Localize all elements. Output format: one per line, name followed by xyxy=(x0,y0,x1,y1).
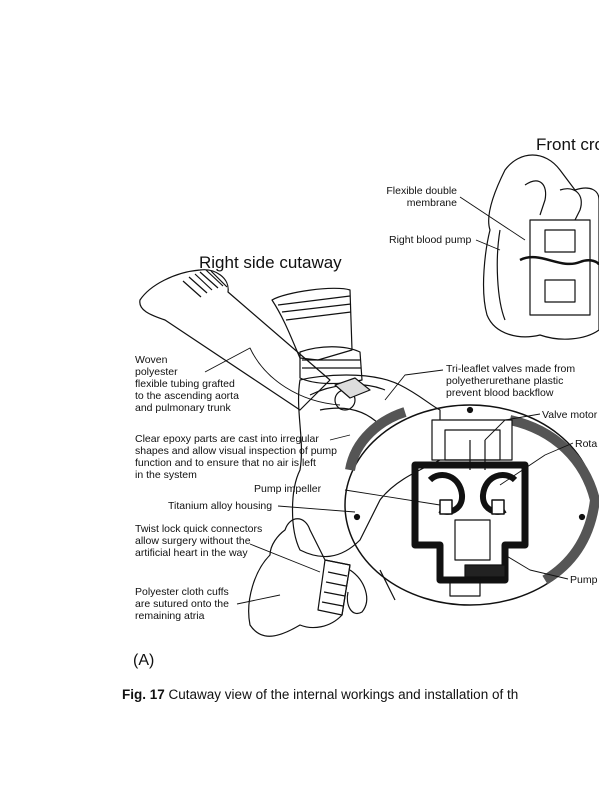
label-pump: Pump xyxy=(570,574,598,586)
caption-text: Cutaway view of the internal workings an… xyxy=(168,687,519,702)
outflow-connector-drawing xyxy=(271,287,363,385)
label-tri-leaflet-valves: Tri-leaflet valves made from polyetherur… xyxy=(446,363,576,399)
label-titanium-housing: Titanium alloy housing xyxy=(168,500,273,512)
figure-caption: Fig. 17 Cutaway view of the internal wor… xyxy=(122,687,518,702)
panel-letter: (A) xyxy=(133,652,155,669)
front-cross-section-title: Front cros xyxy=(536,135,599,154)
woven-tubing-drawing xyxy=(139,269,331,411)
label-twist-lock: Twist lock quick connectors allow surger… xyxy=(135,523,263,559)
label-pump-impeller: Pump impeller xyxy=(254,483,322,495)
label-woven-tubing: Woven polyester flexible tubing grafted … xyxy=(135,354,239,414)
internal-pump-mechanism-drawing xyxy=(411,419,529,597)
figure-number: Fig. 17 xyxy=(122,687,165,702)
leader-lines xyxy=(204,196,574,605)
front-cross-section-drawing xyxy=(482,154,599,340)
right-side-cutaway-title: Right side cutaway xyxy=(199,253,342,272)
label-valve-motor: Valve motor xyxy=(542,409,598,421)
label-polyester-cuffs: Polyester cloth cuffs are sutured onto t… xyxy=(135,586,229,622)
oval-housing-drawing xyxy=(344,404,599,606)
inflow-connector-drawing xyxy=(248,518,396,637)
label-rota: Rota xyxy=(575,438,598,450)
label-right-blood-pump: Right blood pump xyxy=(389,234,472,246)
pump-housing-drawing xyxy=(291,374,441,558)
label-flexible-double-membrane: Flexible double membrane xyxy=(386,185,457,209)
label-clear-epoxy: Clear epoxy parts are cast into irregula… xyxy=(135,433,337,481)
